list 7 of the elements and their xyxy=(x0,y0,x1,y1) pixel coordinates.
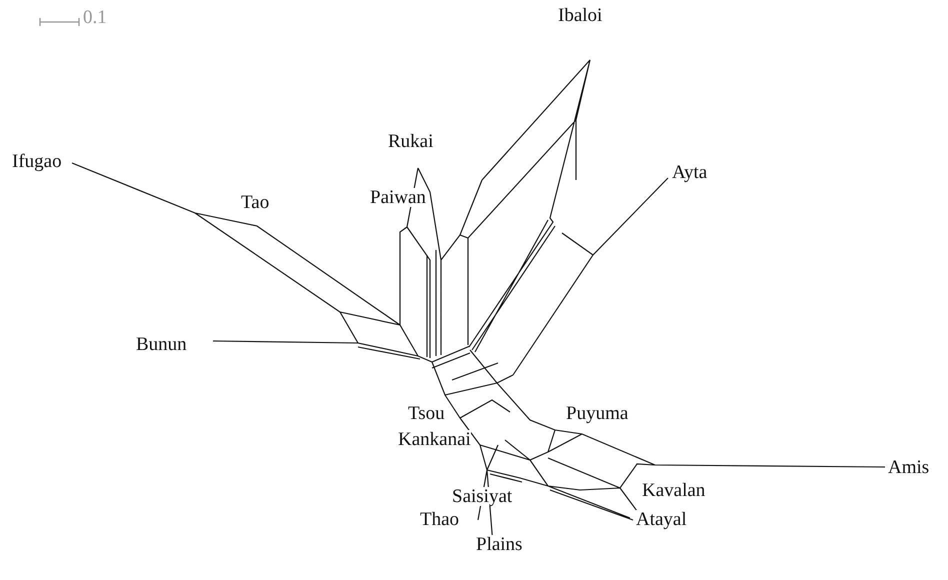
taxon-label: Atayal xyxy=(636,510,687,529)
taxon-label: Puyuma xyxy=(566,404,628,423)
taxon-label: Saisiyat xyxy=(452,487,512,506)
scale-label: 0.1 xyxy=(83,8,107,27)
taxon-label: Paiwan xyxy=(370,188,426,207)
taxon-label: Ayta xyxy=(672,163,708,182)
taxon-label: Ifugao xyxy=(12,152,62,171)
